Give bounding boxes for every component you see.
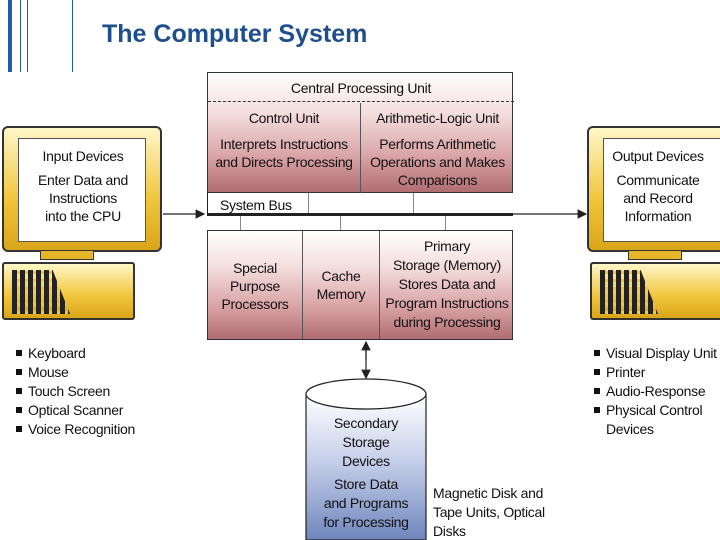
- cpu-lower-block: Special Purpose Processors Cache Memory …: [207, 230, 513, 340]
- keyboard-icon: [2, 262, 135, 320]
- cpu-vertical-divider: [360, 103, 361, 193]
- output-device-list: Visual Display Unit Printer Audio-Respon…: [594, 344, 717, 439]
- list-item: Mouse: [16, 363, 135, 382]
- lower-divider: [379, 231, 380, 339]
- list-item: Touch Screen: [16, 382, 135, 401]
- bus-left-edge: [207, 193, 208, 213]
- alu-desc-1: Performs Arithmetic: [379, 136, 496, 152]
- keyboard-keys: [12, 270, 70, 314]
- secondary-desc-2: and Programs: [323, 495, 409, 511]
- header-accent-line: [72, 0, 73, 72]
- list-item: Visual Display Unit: [594, 344, 717, 363]
- list-item: Keyboard: [16, 344, 135, 363]
- bus-connector: [413, 193, 414, 213]
- alu-desc-2: Operations and Makes: [370, 154, 505, 170]
- output-screen-line-3: and Record: [623, 190, 693, 206]
- list-item: Optical Scanner: [16, 401, 135, 420]
- input-monitor-screen: Input Devices Enter Data and Instruction…: [18, 138, 146, 242]
- bus-connector: [340, 216, 341, 230]
- header-accent-line: [27, 0, 28, 72]
- output-screen-line-1: Output Devices: [612, 148, 704, 164]
- output-monitor-stand: [628, 250, 682, 260]
- alu-title: Arithmetic-Logic Unit: [376, 110, 499, 126]
- secondary-note-1: Magnetic Disk and: [433, 485, 544, 501]
- control-unit-desc-1: Interprets Instructions: [220, 136, 348, 152]
- secondary-storage-cylinder: [305, 378, 427, 540]
- output-monitor: Output Devices Communicate and Record In…: [587, 126, 720, 252]
- bus-connector: [240, 216, 241, 230]
- input-screen-line-4: into the CPU: [45, 208, 121, 224]
- primary-1: Primary: [423, 238, 471, 254]
- lower-divider: [302, 231, 303, 339]
- output-keyboard-icon: [590, 262, 720, 320]
- secondary-label-2: Storage: [342, 434, 390, 450]
- list-item-continuation: Devices: [606, 421, 654, 437]
- cpu-title: Central Processing Unit: [290, 80, 432, 96]
- output-screen-line-2: Communicate: [616, 172, 700, 188]
- cpu-upper-block: Central Processing Unit Control Unit Int…: [207, 72, 514, 193]
- alu-desc-3: Comparisons: [397, 172, 478, 188]
- input-monitor: Input Devices Enter Data and Instruction…: [2, 126, 162, 252]
- cpu-divider: [208, 101, 514, 102]
- control-unit-desc-2: and Directs Processing: [215, 154, 353, 170]
- input-screen-line-3: Instructions: [49, 190, 117, 206]
- output-monitor-screen: Output Devices Communicate and Record In…: [603, 138, 720, 242]
- special-2: Purpose: [229, 278, 281, 294]
- bus-connector: [308, 193, 309, 213]
- list-item: Voice Recognition: [16, 420, 135, 439]
- secondary-label-3: Devices: [342, 453, 390, 469]
- input-screen-line-2: Enter Data and: [38, 172, 128, 188]
- input-device-list: Keyboard Mouse Touch Screen Optical Scan…: [16, 344, 135, 439]
- primary-2: Storage (Memory): [392, 257, 501, 273]
- primary-4: Program Instructions: [385, 295, 509, 311]
- input-screen-line-1: Input Devices: [42, 148, 124, 164]
- special-3: Processors: [221, 296, 289, 312]
- system-bus-line: [207, 213, 513, 216]
- special-1: Special: [233, 260, 277, 276]
- secondary-desc-3: for Processing: [323, 514, 409, 530]
- control-unit-title: Control Unit: [248, 110, 320, 126]
- header-accent-line: [20, 0, 21, 72]
- cache-2: Memory: [316, 286, 366, 302]
- list-item: Printer: [594, 363, 717, 382]
- list-item: Audio-Response: [594, 382, 717, 401]
- secondary-label-1: Secondary: [333, 415, 399, 431]
- primary-3: Stores Data and: [398, 276, 496, 292]
- list-item: Physical Control: [594, 401, 717, 420]
- output-screen-line-4: Information: [624, 208, 692, 224]
- output-keyboard-keys: [600, 270, 658, 314]
- secondary-note-3: Disks: [433, 523, 466, 539]
- secondary-desc-1: Store Data: [334, 476, 398, 492]
- cache-1: Cache: [321, 268, 361, 284]
- system-bus-label: System Bus: [220, 197, 292, 213]
- input-monitor-stand: [40, 250, 94, 260]
- slide-title: The Computer System: [102, 20, 368, 48]
- bus-connector: [445, 216, 446, 230]
- primary-5: during Processing: [393, 314, 501, 330]
- header-accent-bar: [8, 0, 12, 72]
- secondary-note-2: Tape Units, Optical: [433, 504, 545, 520]
